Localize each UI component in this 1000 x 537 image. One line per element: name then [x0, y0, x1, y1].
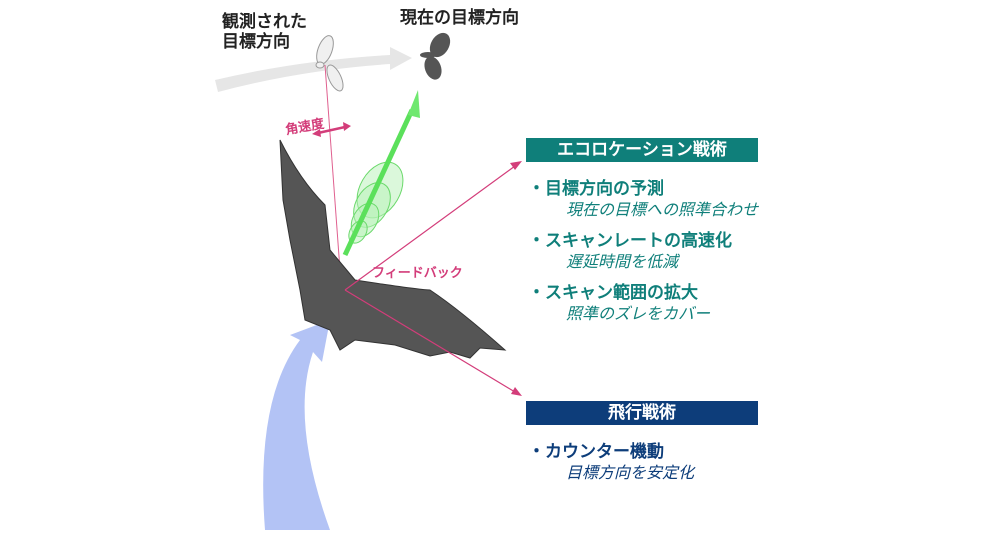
observed-direction-line — [324, 64, 341, 271]
echolocation-item-3: ・スキャン範囲の拡大 — [528, 283, 698, 303]
echolocation-item-3-sub: 照準のズレをカバー — [566, 304, 711, 323]
current-moth-icon — [420, 32, 451, 80]
observed-direction-label: 観測された 目標方向 — [222, 12, 307, 52]
flight-header: 飛行戦術 — [526, 401, 758, 425]
echolocation-item-2-sub: 遅延時間を低減 — [566, 252, 679, 271]
flight-item-1-sub: 目標方向を安定化 — [566, 463, 695, 482]
echolocation-item-1-sub: 現在の目標への照準合わせ — [566, 200, 759, 219]
observed-moth-icon — [315, 35, 344, 92]
angular-velocity-arrow — [312, 122, 351, 137]
bat-icon — [279, 139, 507, 359]
observed-direction-line1: 観測された — [222, 12, 307, 32]
echolocation-header: エコロケーション戦術 — [526, 138, 758, 162]
feedback-arrows — [344, 161, 522, 396]
bat-flight-arrow — [263, 320, 330, 530]
target-motion-arrow — [215, 47, 412, 92]
current-direction-label: 現在の目標方向 — [400, 8, 519, 28]
flight-item-1: ・カウンター機動 — [528, 442, 664, 462]
feedback-label: フィードバック — [372, 266, 463, 281]
echolocation-item-2: ・スキャンレートの高速化 — [528, 231, 732, 251]
target-direction-arrow — [342, 90, 420, 257]
echolocation-item-1: ・目標方向の予測 — [528, 179, 664, 199]
observed-direction-line2: 目標方向 — [222, 32, 290, 52]
